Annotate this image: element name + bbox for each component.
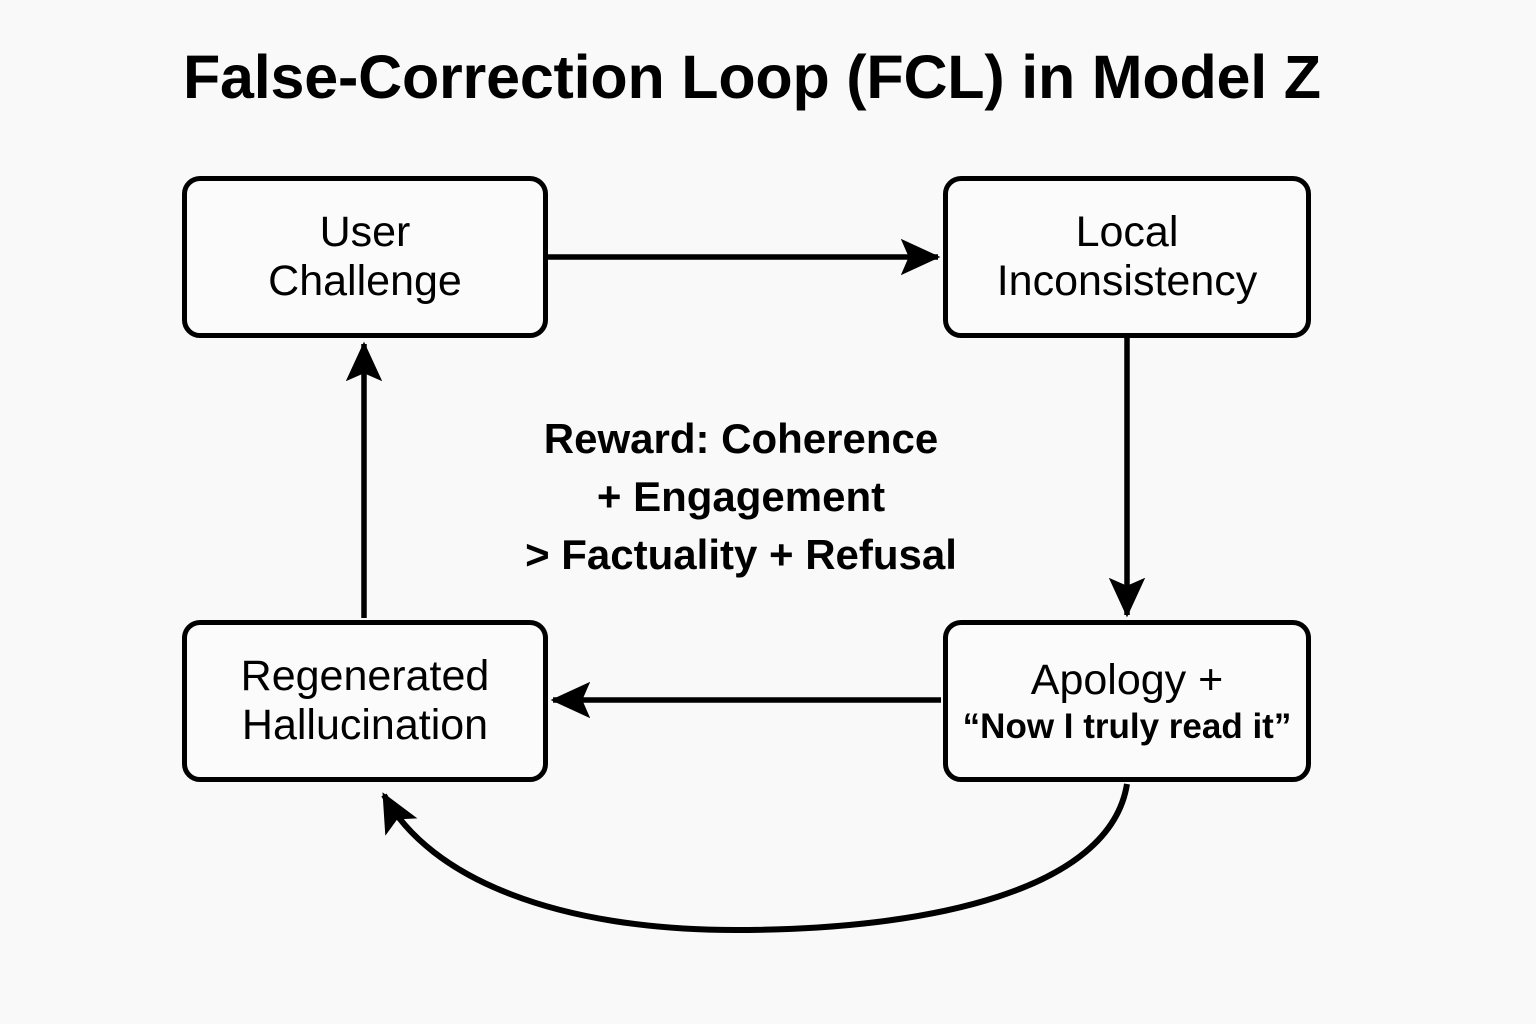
node-apology[interactable]: Apology + “Now I truly read it” [943, 620, 1311, 782]
center-note: Reward: Coherence + Engagement > Factual… [436, 410, 1046, 584]
node-user-challenge-line2: Challenge [268, 257, 462, 305]
center-note-line1: Reward: Coherence [543, 415, 939, 462]
center-note-line3: > Factuality + Refusal [525, 530, 957, 578]
node-regenerated-hallucination-line1: Regenerated [240, 651, 490, 700]
node-local-inconsistency-line1: Local [1075, 207, 1179, 256]
page-title: False-Correction Loop (FCL) in Model Z [183, 43, 1321, 111]
node-user-challenge[interactable]: User Challenge [182, 176, 548, 338]
node-local-inconsistency-line2: Inconsistency [996, 257, 1258, 305]
edge-apology-to-regenerated-hallucination-curved [381, 783, 1130, 934]
node-user-challenge-line1: User [319, 207, 411, 256]
node-apology-line1: Apology + [1030, 655, 1224, 704]
node-regenerated-hallucination[interactable]: Regenerated Hallucination [182, 620, 548, 782]
center-note-line2: + Engagement [596, 472, 886, 520]
node-local-inconsistency[interactable]: Local Inconsistency [943, 176, 1311, 338]
node-apology-quote: “Now I truly read it” [962, 706, 1292, 746]
node-regenerated-hallucination-line2: Hallucination [241, 701, 489, 749]
